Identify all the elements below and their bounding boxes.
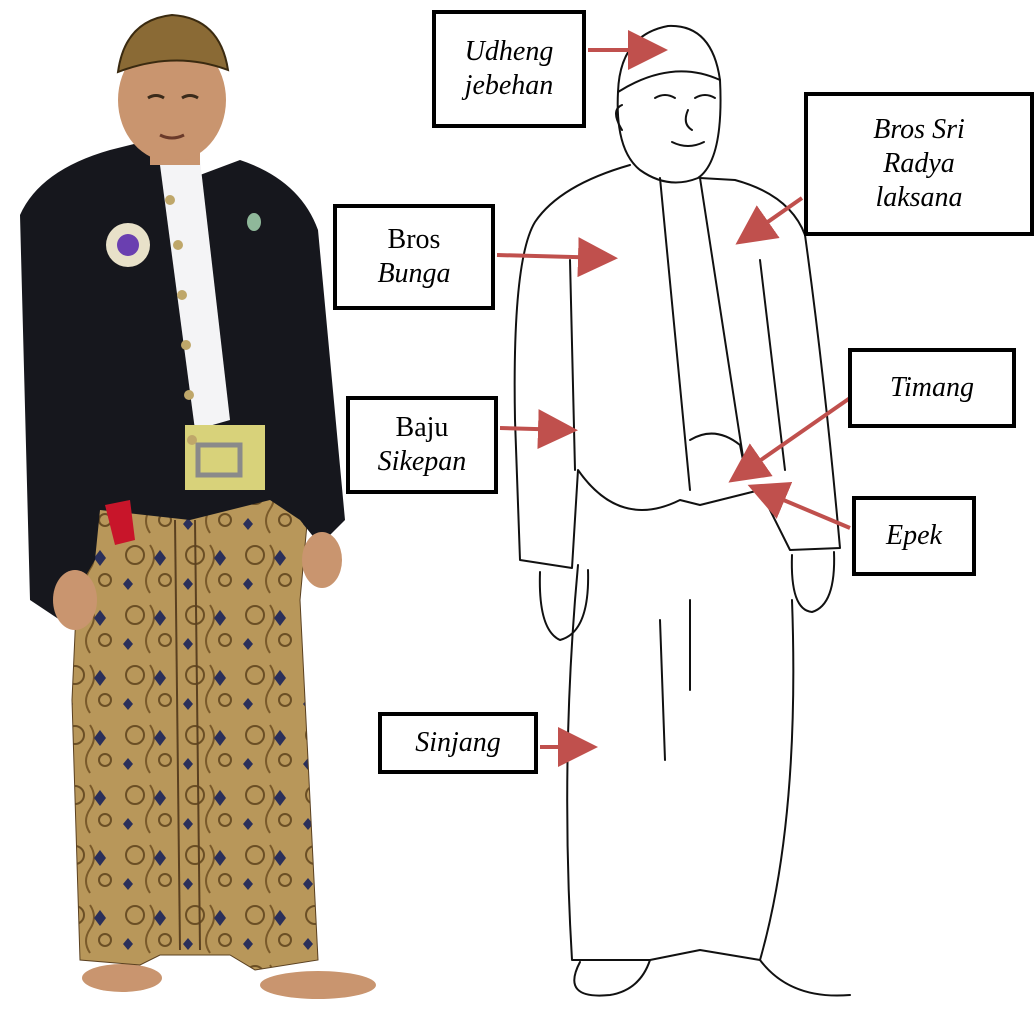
arrow-bros-sri bbox=[742, 198, 802, 240]
label-epek: Epek bbox=[852, 496, 976, 576]
sketch-right-hand bbox=[792, 552, 834, 612]
sketch-sinjang bbox=[567, 565, 793, 960]
photo-left-hand bbox=[53, 570, 97, 630]
label-bros-bunga: Bros Bunga bbox=[333, 204, 495, 310]
photo-figure bbox=[20, 15, 376, 999]
label-bros-sri-line3: laksana bbox=[875, 181, 962, 215]
label-baju-line2: Sikepan bbox=[378, 445, 467, 479]
pointer-arrows bbox=[497, 50, 850, 747]
label-bros-sri-radya-laksana: Bros Sri Radya laksana bbox=[804, 92, 1034, 236]
sketch-left-foot bbox=[574, 960, 650, 996]
label-udheng-line1: Udheng bbox=[465, 35, 554, 69]
photo-bros-bunga bbox=[106, 223, 150, 267]
arrow-baju bbox=[500, 428, 570, 430]
label-udheng-line2: jebehan bbox=[465, 69, 554, 103]
label-bros-bunga-line1: Bros bbox=[388, 223, 441, 257]
arrow-bros-bunga bbox=[497, 255, 610, 258]
label-timang-text: Timang bbox=[890, 371, 974, 405]
photo-left-foot bbox=[82, 964, 162, 992]
label-sinjang: Sinjang bbox=[378, 712, 538, 774]
photo-bros-sri bbox=[247, 213, 261, 231]
sketch-udheng bbox=[618, 26, 720, 92]
label-baju-line1: Baju bbox=[396, 411, 449, 445]
label-udheng-jebehan: Udheng jebehan bbox=[432, 10, 586, 128]
sketch-right-foot bbox=[760, 960, 850, 996]
photo-right-hand bbox=[302, 532, 342, 588]
label-sinjang-text: Sinjang bbox=[415, 726, 501, 760]
label-bros-sri-line1: Bros Sri bbox=[873, 113, 965, 147]
label-baju-sikepan: Baju Sikepan bbox=[346, 396, 498, 494]
line-figure bbox=[515, 26, 850, 996]
photo-right-foot bbox=[260, 971, 376, 999]
label-epek-text: Epek bbox=[886, 519, 942, 553]
label-bros-bunga-line2: Bunga bbox=[377, 257, 450, 291]
sketch-left-hand bbox=[540, 570, 588, 640]
label-bros-sri-line2: Radya bbox=[883, 147, 955, 181]
label-timang: Timang bbox=[848, 348, 1016, 428]
